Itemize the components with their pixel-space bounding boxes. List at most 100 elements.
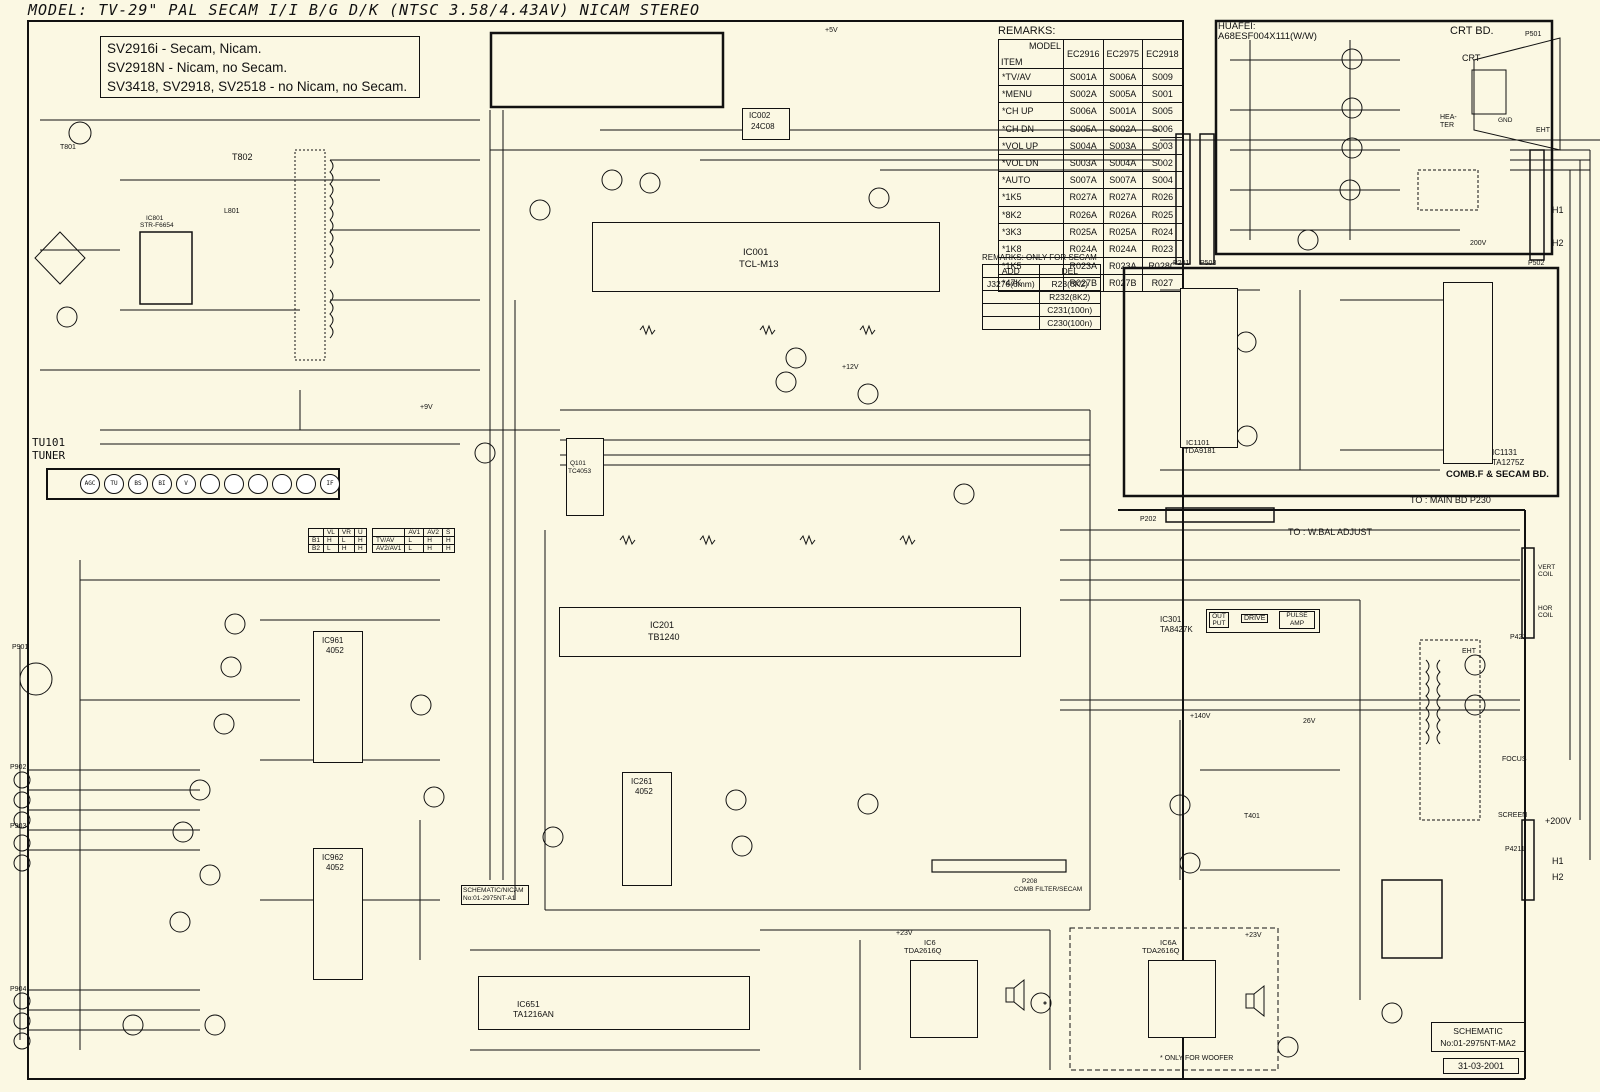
- p503-label: P503: [1200, 260, 1217, 267]
- ic6a-part: TDA2616Q: [1142, 946, 1180, 955]
- remarks-item-cell: *1K5: [998, 188, 1064, 207]
- p901-label: P901: [12, 644, 29, 651]
- av-table-header: [371, 528, 406, 537]
- ic-name: IC001: [743, 247, 769, 258]
- woofer-note: * ONLY FOR WOOFER: [1160, 1055, 1234, 1062]
- v23-label: +23V: [896, 930, 913, 937]
- remarks-value-cell: S004A: [1063, 136, 1104, 155]
- secam-row: C231(100n): [982, 303, 1101, 317]
- remarks-value-cell: R027B: [1102, 274, 1144, 293]
- ic201-chip: IC201 TB1240: [559, 607, 1021, 657]
- switch-ic-name: Q101: [570, 460, 586, 467]
- remarks-value-cell: S003A: [1063, 153, 1104, 173]
- av-table-cell: H: [423, 544, 444, 553]
- av-table-cell: AV2/AV1: [371, 544, 406, 553]
- ic962-chip: IC962 4052: [313, 848, 363, 980]
- secam-row: R232(8K2): [982, 290, 1101, 304]
- remarks-value-cell: R027A: [1063, 188, 1104, 207]
- av-table-cell: H: [322, 536, 339, 545]
- p201-label: P201: [1173, 260, 1190, 267]
- av-table-cell: H: [337, 544, 355, 553]
- ic-part: TB1240: [648, 632, 680, 642]
- av-table-header: AV1: [404, 528, 425, 537]
- secam-cell: [982, 316, 1040, 330]
- av-table-cell: H: [353, 536, 367, 545]
- schematic-stamp: SCHEMATIC No:01-2975NT-MA2: [1431, 1022, 1525, 1052]
- switch-ic-chip: [566, 438, 604, 516]
- remarks-value-cell: S002A: [1102, 119, 1144, 138]
- p902-label: P902: [10, 764, 27, 771]
- ic301-block: DRIVE: [1241, 614, 1269, 623]
- remarks-value-cell: S009: [1142, 67, 1183, 87]
- ic1101-name: IC1101: [1186, 438, 1210, 447]
- remarks-value-cell: S001A: [1102, 102, 1144, 121]
- av-table-cell: H: [423, 536, 444, 545]
- ic6a-name: IC6A: [1160, 938, 1177, 947]
- crt-label: CRT: [1462, 53, 1481, 63]
- remarks-item-cell: *TV/AV: [998, 67, 1064, 87]
- model-title: MODEL: TV-29" PAL SECAM I/I B/G D/K (NTS…: [28, 1, 701, 19]
- secam-cell: [982, 303, 1040, 317]
- remarks-value-cell: S002: [1142, 153, 1183, 173]
- str-part: STR-F6654: [140, 222, 174, 229]
- ic-part: 24C08: [751, 122, 775, 131]
- remarks-corner-item: ITEM: [1001, 57, 1023, 67]
- av-table-cell: TV/AV: [371, 536, 406, 545]
- ic1131-chip: [1443, 282, 1493, 464]
- nicam-schematic-note: SCHEMATIC/NICAM No:01-2975NT-A1: [461, 885, 529, 905]
- ic6-chip: [910, 960, 978, 1038]
- remarks-value-cell: R024A: [1102, 239, 1144, 259]
- screen-label: SCREEN: [1498, 812, 1528, 819]
- heater-label: HEA-TER: [1440, 114, 1457, 129]
- remarks-value-cell: S001: [1142, 85, 1183, 104]
- av-table-header: S: [442, 528, 455, 537]
- remarks-value-cell: S004A: [1102, 153, 1144, 173]
- remarks-value-cell: S005A: [1102, 85, 1144, 104]
- remarks-value-cell: S006A: [1063, 102, 1104, 121]
- remarks-item-cell: *AUTO: [998, 171, 1064, 190]
- ic-part: TCL-M13: [739, 259, 779, 270]
- av-table-header: [308, 528, 324, 537]
- secam-row: C230(100n): [982, 316, 1101, 330]
- secam-cell: J3276(6mm): [982, 277, 1040, 291]
- secam-remarks-title: REMARKS: ONLY FOR SECAM: [982, 253, 1097, 262]
- ic-name: IC002: [749, 111, 771, 120]
- tuner-name: TU101: [32, 436, 66, 449]
- av-table-cell: L: [337, 536, 355, 545]
- remarks-value-cell: R026A: [1063, 205, 1104, 224]
- tuner-pin: BI: [152, 474, 172, 494]
- av-table-cell: L: [404, 536, 425, 545]
- remarks-value-cell: S006A: [1102, 67, 1144, 87]
- remarks-item-cell: *VOL DN: [998, 153, 1064, 173]
- tuner-pin: [296, 474, 316, 494]
- remarks-value-cell: R025: [1142, 205, 1183, 224]
- av-table-cell: H: [353, 544, 367, 553]
- p903-label: P903: [10, 823, 27, 830]
- remarks-item-cell: *3K3: [998, 222, 1064, 241]
- stamp-number: No:01-2975NT-MA2: [1440, 1038, 1516, 1048]
- ic301-name: IC301: [1160, 615, 1182, 624]
- remarks-value-cell: S005: [1142, 102, 1183, 121]
- v23-label-right: +23V: [1245, 932, 1262, 939]
- variant-note: SV2918N - Nicam, no Secam.: [107, 60, 288, 75]
- remarks-value-cell: R023A: [1102, 257, 1144, 276]
- v5-label: +5V: [825, 27, 838, 34]
- av-table-header: U: [353, 528, 367, 537]
- eht-deflection-label: EHT: [1462, 648, 1476, 655]
- secam-col-header: ADD: [982, 264, 1040, 278]
- tuner-pin: [224, 474, 244, 494]
- remarks-item-cell: *CH UP: [998, 102, 1064, 121]
